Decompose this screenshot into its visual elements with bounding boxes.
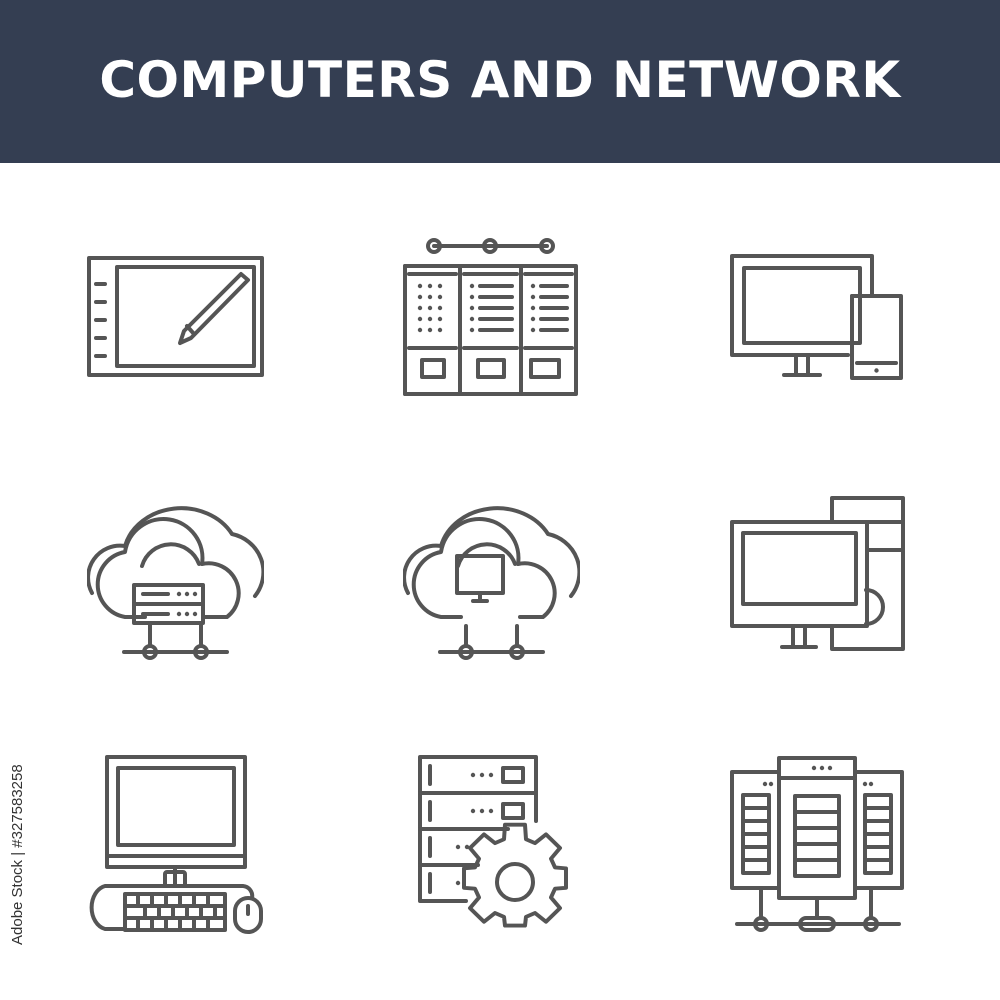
title-banner: COMPUTERS AND NETWORK (0, 0, 1000, 163)
server-racks-icon (402, 238, 579, 398)
graphics-tablet-icon (87, 256, 264, 377)
computer-keyboard-mouse-icon (87, 754, 264, 934)
server-settings-gear-icon (418, 754, 568, 934)
cloud-server-icon (87, 488, 264, 660)
desktop-computer-icon (729, 496, 906, 652)
networked-servers-icon (729, 755, 906, 933)
page-title: COMPUTERS AND NETWORK (99, 51, 901, 109)
cloud-computer-icon (403, 488, 580, 660)
stock-id-watermark: Adobe Stock | #327583258 (9, 764, 26, 945)
monitor-and-smartphone-icon (729, 253, 906, 381)
icon-grid (0, 163, 1000, 1000)
